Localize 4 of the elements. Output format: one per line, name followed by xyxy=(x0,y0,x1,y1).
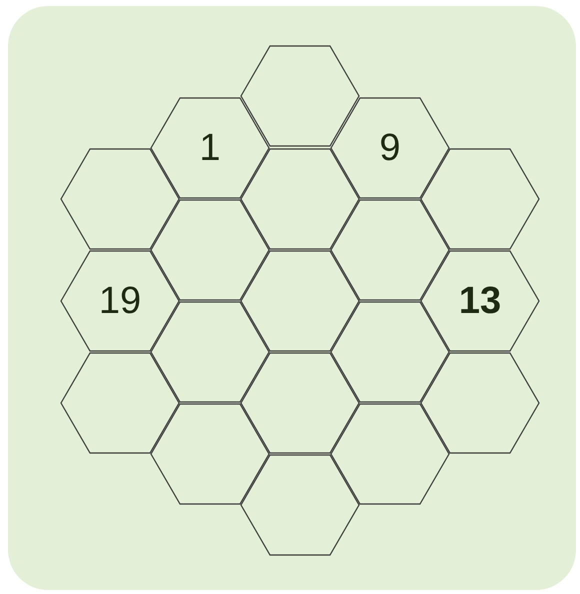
clue-number: 9 xyxy=(379,129,401,167)
clue-number: 13 xyxy=(458,282,502,320)
clue-number: 1 xyxy=(199,129,221,167)
clue-number: 19 xyxy=(98,282,142,320)
